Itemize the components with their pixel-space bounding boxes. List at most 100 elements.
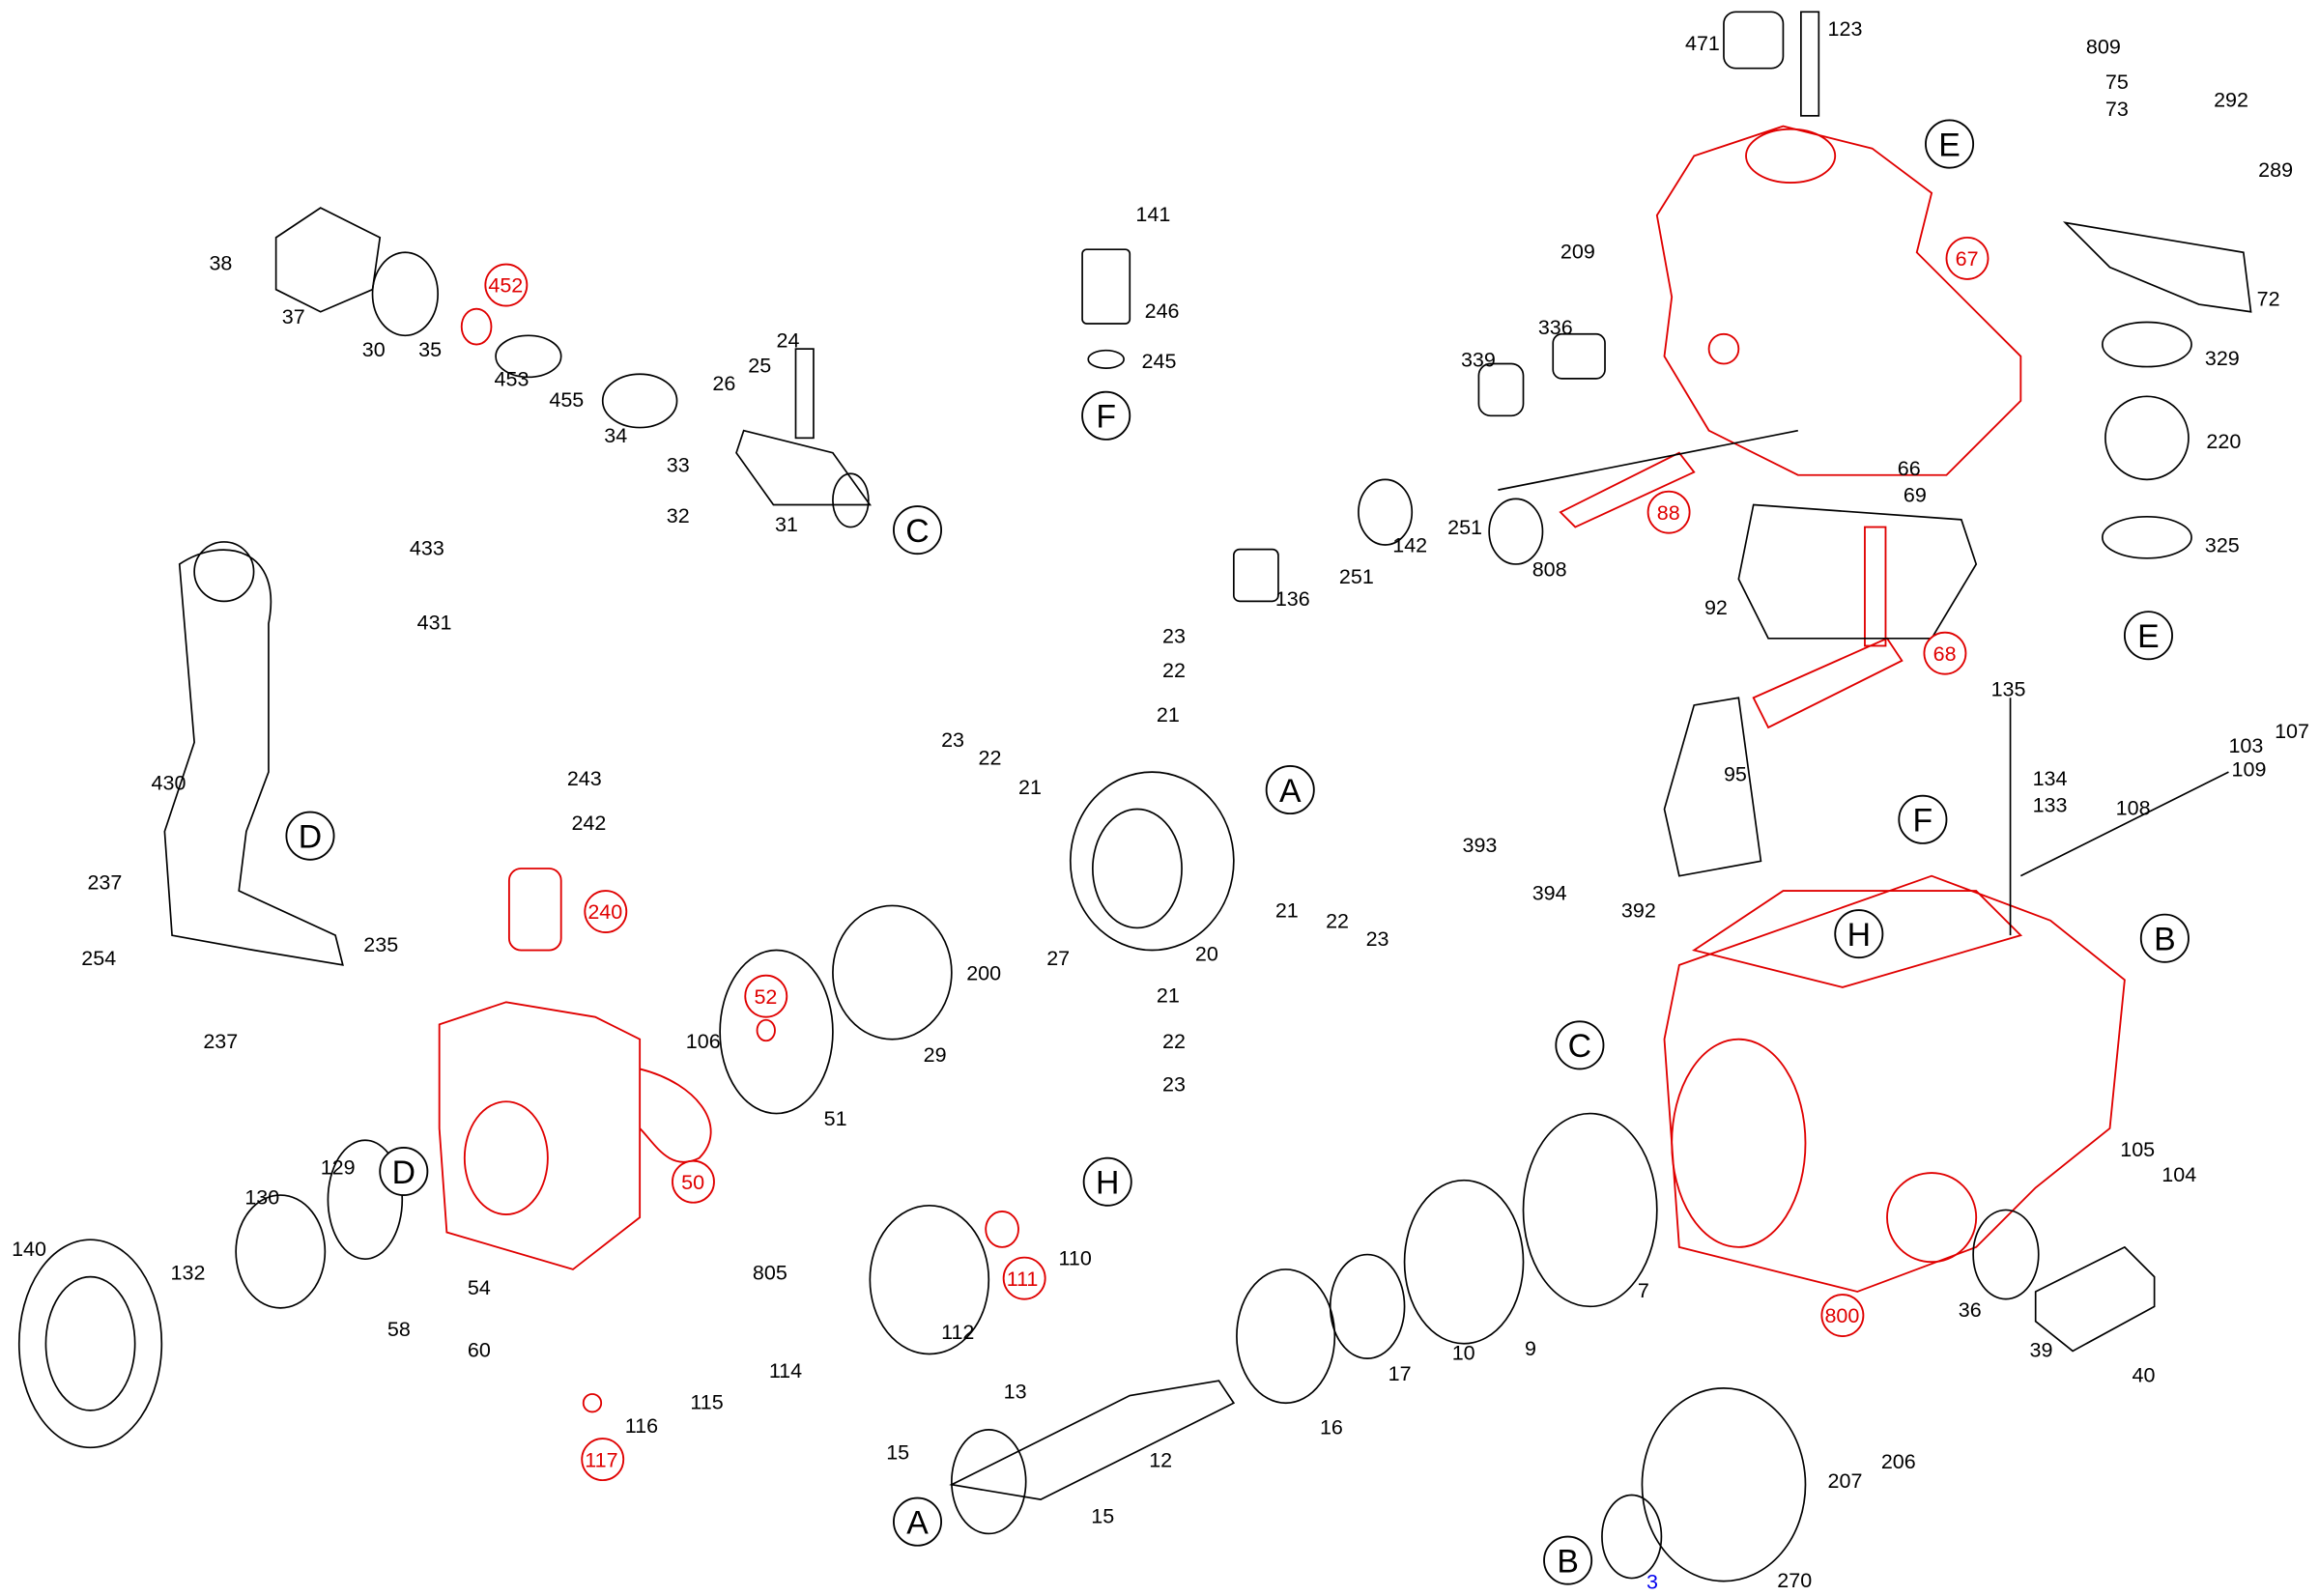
part-label[interactable]: 289: [2258, 158, 2293, 182]
part-label[interactable]: 237: [203, 1030, 238, 1053]
part-label[interactable]: 22: [1162, 659, 1186, 682]
part-label[interactable]: 270: [1777, 1569, 1812, 1592]
part-label[interactable]: 209: [1560, 240, 1595, 263]
part-label[interactable]: 22: [979, 746, 1002, 769]
part-label[interactable]: 329: [2205, 347, 2240, 370]
part-label[interactable]: 24: [777, 329, 800, 353]
part-label[interactable]: 21: [1018, 776, 1042, 799]
part-label[interactable]: 336: [1538, 316, 1573, 339]
highlighted-part-label[interactable]: 50: [681, 1171, 704, 1194]
part-label[interactable]: 22: [1326, 909, 1349, 932]
part-label[interactable]: 243: [567, 767, 602, 790]
part-label[interactable]: 104: [2162, 1163, 2196, 1186]
part-label[interactable]: 33: [667, 454, 690, 477]
part-label[interactable]: 433: [410, 537, 444, 560]
part-label[interactable]: 40: [2133, 1364, 2156, 1387]
part-label[interactable]: 107: [2275, 720, 2309, 743]
part-label[interactable]: 39: [2030, 1339, 2053, 1362]
part-label[interactable]: 108: [2116, 797, 2151, 820]
part-label[interactable]: 130: [244, 1185, 279, 1209]
highlighted-part-label[interactable]: 67: [1956, 247, 1979, 271]
part-label[interactable]: 254: [81, 947, 116, 970]
part-label[interactable]: 23: [1162, 624, 1186, 647]
part-label[interactable]: 392: [1621, 899, 1656, 923]
part-label[interactable]: 453: [495, 368, 530, 391]
part-label[interactable]: 809: [2086, 35, 2121, 58]
part-label[interactable]: 73: [2105, 98, 2129, 121]
part-label[interactable]: 22: [1162, 1030, 1186, 1053]
part-label[interactable]: 32: [667, 504, 690, 527]
highlighted-part-label[interactable]: 240: [587, 900, 622, 924]
part-label[interactable]: 17: [1389, 1362, 1412, 1385]
part-label[interactable]: 66: [1898, 457, 1921, 480]
part-label[interactable]: 246: [1145, 299, 1180, 323]
part-label[interactable]: 9: [1525, 1337, 1536, 1360]
part-label[interactable]: 26: [712, 372, 735, 395]
part-label[interactable]: 58: [387, 1318, 411, 1341]
part-label[interactable]: 220: [2206, 430, 2241, 453]
part-label[interactable]: 16: [1320, 1415, 1343, 1439]
part-label[interactable]: 60: [468, 1339, 491, 1362]
highlighted-part-label[interactable]: 52: [754, 985, 777, 1009]
part-label[interactable]: 116: [625, 1414, 658, 1438]
part-label[interactable]: 123: [1828, 17, 1863, 41]
part-label[interactable]: 129: [321, 1156, 356, 1180]
part-label[interactable]: 95: [1724, 762, 1747, 785]
part-label[interactable]: 115: [690, 1390, 723, 1413]
part-label[interactable]: 21: [1157, 703, 1180, 727]
part-label[interactable]: 21: [1157, 983, 1180, 1007]
part-label[interactable]: 37: [282, 305, 305, 328]
part-label[interactable]: 38: [209, 252, 232, 275]
part-label[interactable]: 471: [1685, 32, 1720, 55]
part-label[interactable]: 20: [1195, 942, 1218, 965]
part-label[interactable]: 251: [1339, 565, 1374, 588]
part-label[interactable]: 112: [941, 1321, 974, 1344]
part-label[interactable]: 106: [686, 1030, 721, 1053]
part-label[interactable]: 10: [1452, 1342, 1475, 1365]
part-label[interactable]: 805: [753, 1262, 787, 1285]
part-label[interactable]: 394: [1532, 881, 1567, 904]
part-label[interactable]: 325: [2205, 534, 2240, 557]
part-label[interactable]: 141: [1135, 203, 1170, 226]
part-label[interactable]: 206: [1881, 1450, 1916, 1473]
part-label[interactable]: 142: [1392, 534, 1427, 557]
part-label[interactable]: 15: [886, 1441, 909, 1465]
part-label[interactable]: 29: [924, 1043, 947, 1067]
part-label[interactable]: 35: [418, 338, 442, 361]
part-label[interactable]: 54: [468, 1276, 491, 1299]
part-label[interactable]: 31: [775, 513, 798, 536]
part-label[interactable]: 30: [362, 338, 386, 361]
part-label[interactable]: 455: [549, 388, 584, 412]
part-label[interactable]: 23: [941, 728, 964, 752]
part-label[interactable]: 200: [966, 961, 1001, 984]
highlighted-part-label[interactable]: 88: [1657, 501, 1680, 525]
part-label[interactable]: 105: [2120, 1138, 2155, 1161]
part-label[interactable]: 242: [571, 812, 606, 835]
part-label[interactable]: 27: [1046, 947, 1070, 970]
part-label[interactable]: 339: [1461, 349, 1496, 372]
part-label[interactable]: 114: [769, 1359, 802, 1382]
part-link-label[interactable]: 3: [1646, 1570, 1658, 1593]
part-label[interactable]: 72: [2257, 288, 2280, 311]
highlighted-part-label[interactable]: 68: [1933, 642, 1957, 666]
part-label[interactable]: 25: [748, 355, 771, 378]
part-label[interactable]: 75: [2105, 71, 2129, 94]
part-label[interactable]: 134: [2033, 767, 2068, 790]
part-label[interactable]: 132: [171, 1262, 206, 1285]
highlighted-part-label[interactable]: 111: [1007, 1268, 1039, 1291]
part-label[interactable]: 103: [2228, 734, 2263, 757]
part-label[interactable]: 23: [1162, 1073, 1186, 1097]
part-label[interactable]: 393: [1462, 834, 1497, 857]
part-label[interactable]: 808: [1532, 557, 1567, 581]
part-label[interactable]: 136: [1275, 587, 1310, 611]
part-label[interactable]: 110: [1059, 1246, 1092, 1269]
part-label[interactable]: 13: [1004, 1381, 1027, 1404]
part-label[interactable]: 251: [1447, 516, 1482, 539]
part-label[interactable]: 69: [1904, 483, 1927, 506]
part-label[interactable]: 292: [2214, 89, 2248, 112]
part-label[interactable]: 133: [2033, 794, 2068, 817]
highlighted-part-label[interactable]: 117: [585, 1448, 617, 1471]
part-label[interactable]: 245: [1142, 350, 1177, 373]
highlighted-part-label[interactable]: 452: [488, 274, 523, 298]
part-label[interactable]: 21: [1275, 899, 1299, 923]
